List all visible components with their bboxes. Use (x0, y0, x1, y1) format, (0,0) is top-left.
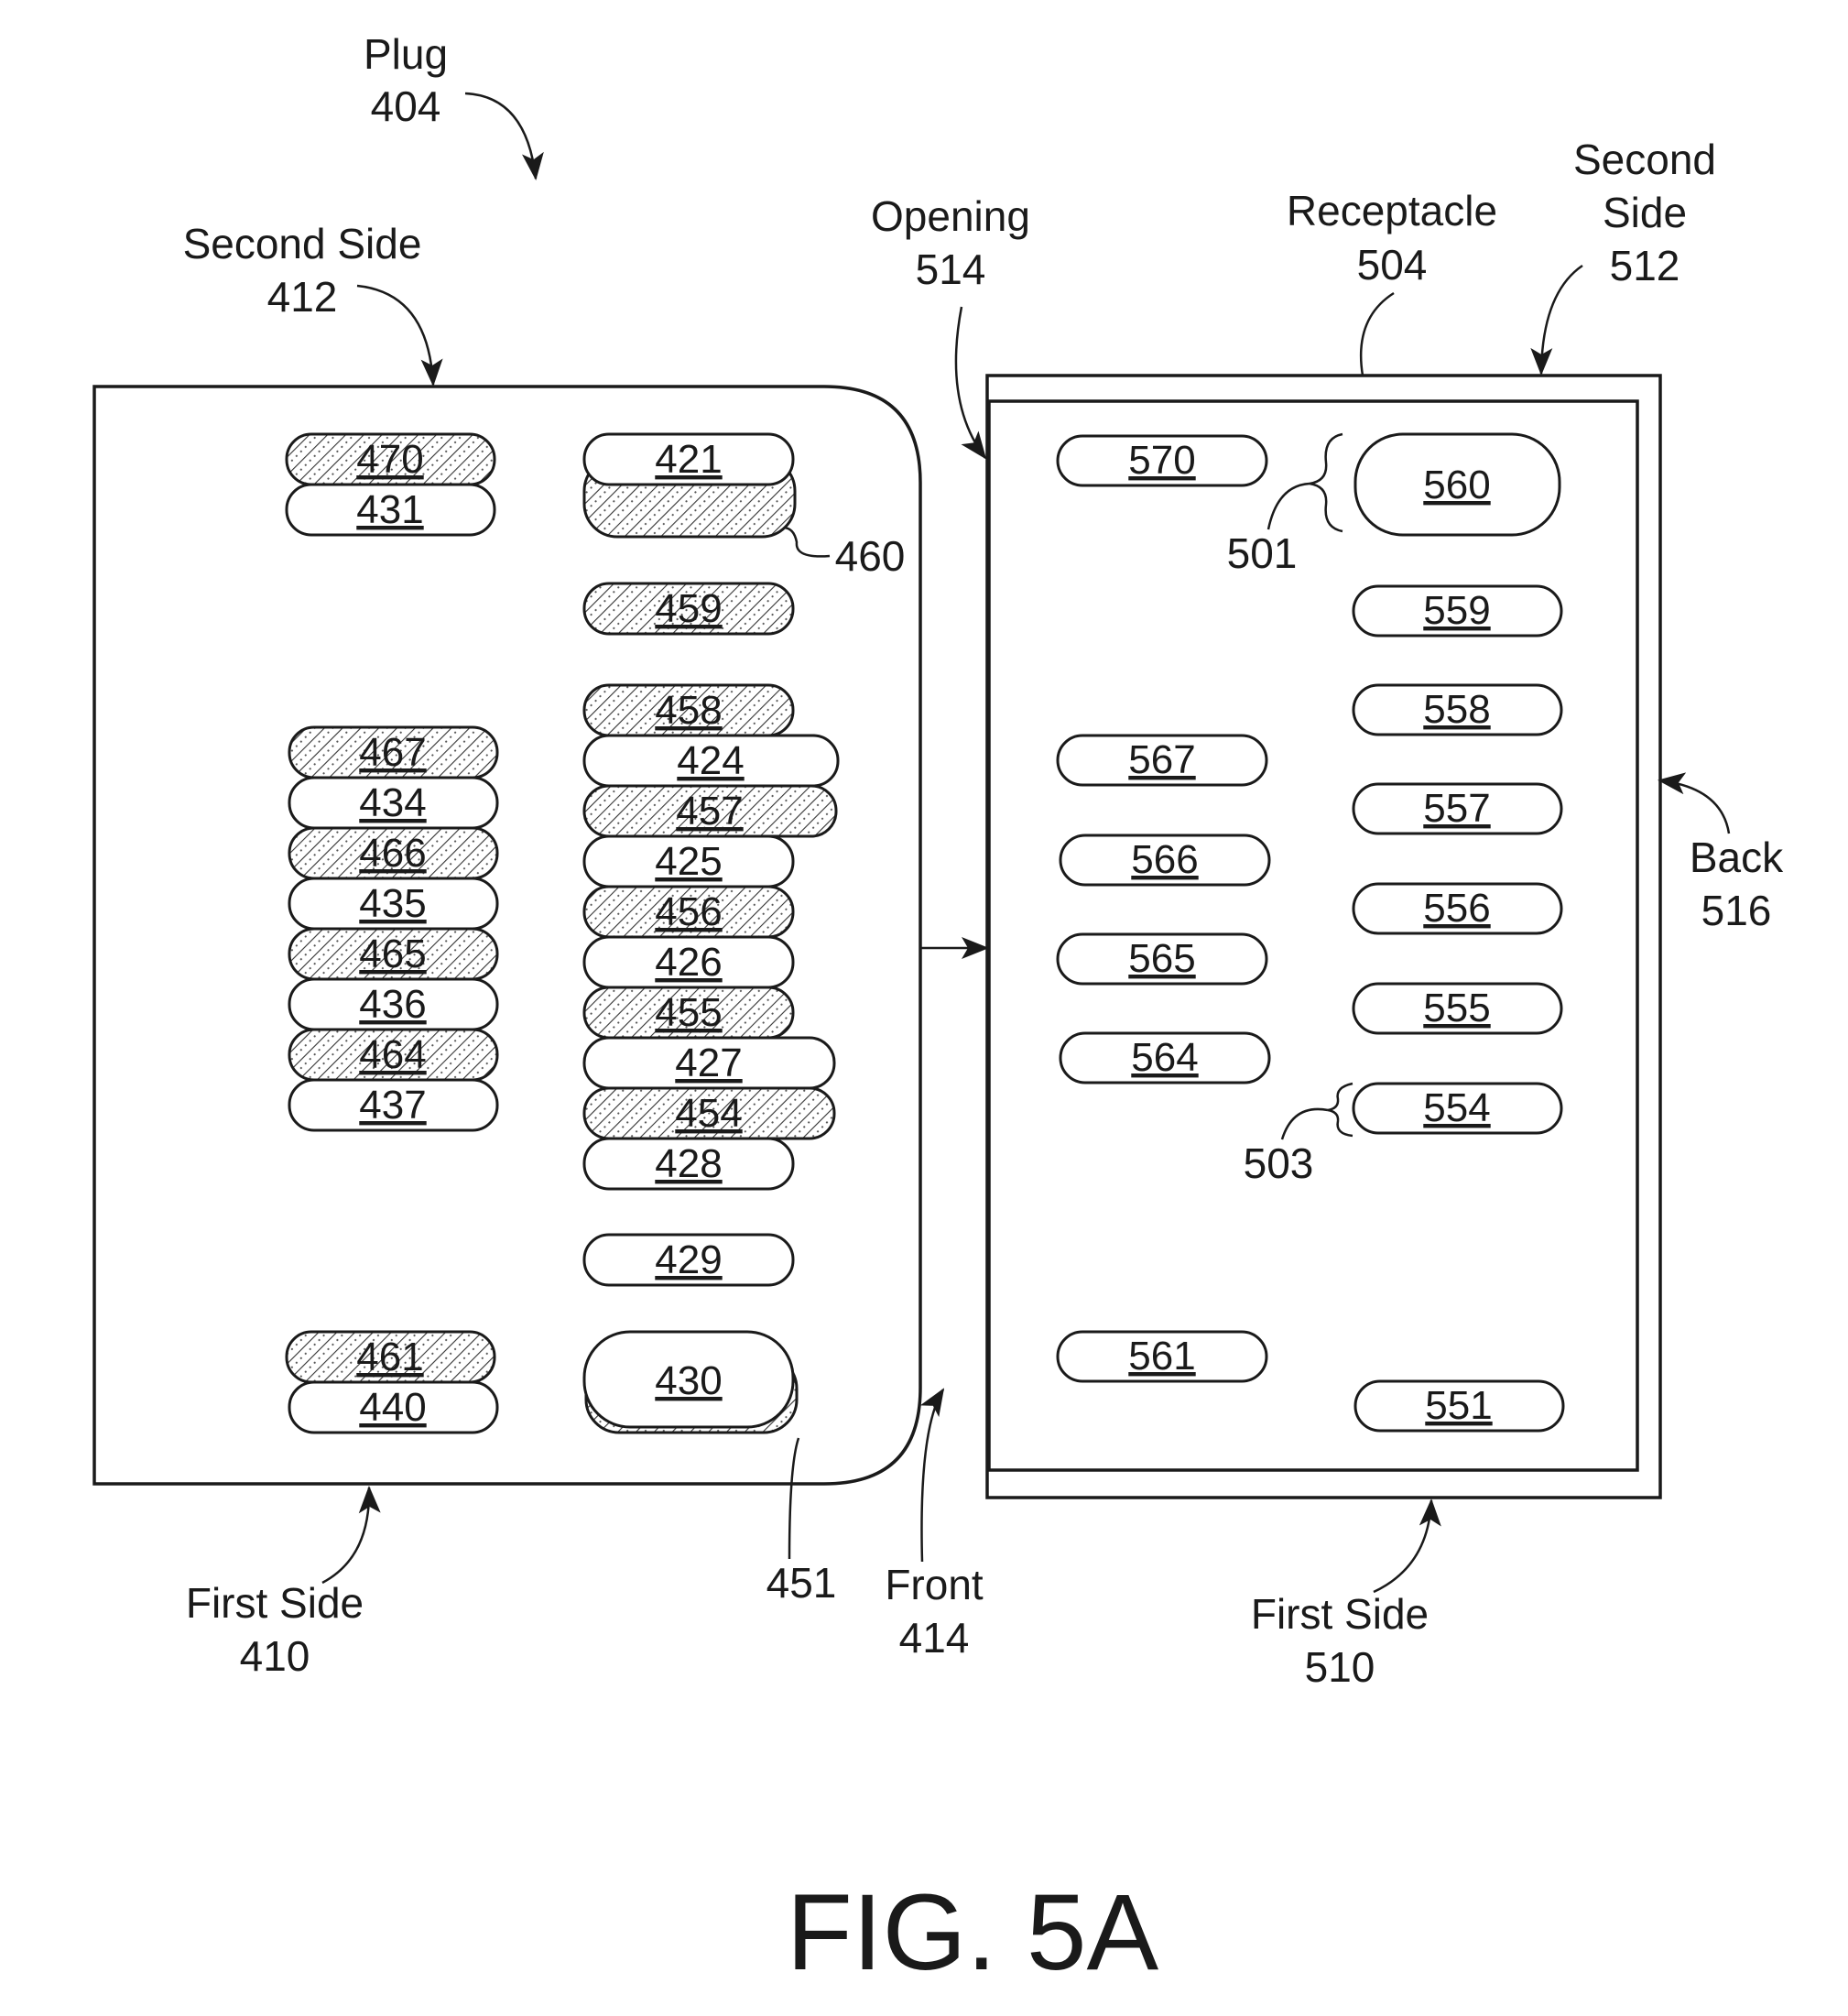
plug-pads: 470 431 467 434 466 435 465 436 464 437 … (287, 434, 838, 1433)
callout-503-brace (1328, 1084, 1353, 1136)
pad-431-label: 431 (356, 487, 423, 532)
pad-555-label: 555 (1423, 986, 1490, 1030)
pad-466-label: 466 (359, 831, 426, 876)
pad-430-label: 430 (655, 1358, 722, 1403)
callout-501-brace (1310, 434, 1343, 531)
pad-567-label: 567 (1128, 737, 1195, 782)
receptacle-opening-ref: 514 (916, 245, 986, 293)
pad-560-label: 560 (1423, 463, 1490, 507)
pad-554-label: 554 (1423, 1085, 1490, 1130)
callout-451: 451 (766, 1559, 837, 1607)
pad-558-label: 558 (1423, 687, 1490, 732)
receptacle-first-side-ref: 510 (1305, 1643, 1375, 1691)
pad-556-label: 556 (1423, 886, 1490, 931)
pad-428-label: 428 (655, 1141, 722, 1186)
receptacle-second-side-line1: Second (1573, 136, 1716, 183)
pad-454-label: 454 (675, 1091, 742, 1136)
pad-425-label: 425 (655, 839, 722, 884)
pad-565-label: 565 (1128, 936, 1195, 981)
pad-559-label: 559 (1423, 588, 1490, 633)
receptacle-first-side-arrow (1374, 1500, 1431, 1592)
plug-arrow (465, 93, 536, 179)
plug-second-side-arrow (357, 286, 433, 385)
pad-437-label: 437 (359, 1083, 426, 1128)
pad-564-label: 564 (1131, 1035, 1198, 1080)
callout-460-leader (783, 528, 830, 556)
receptacle-second-side-line2: Side (1603, 189, 1687, 236)
pad-465-label: 465 (359, 932, 426, 976)
callout-451-leader (789, 1438, 799, 1559)
pad-424-label: 424 (677, 738, 744, 783)
receptacle: Opening 514 Receptacle 504 Second Side 5… (871, 136, 1784, 1691)
receptacle-back-arrow (1659, 780, 1729, 834)
pad-459-label: 459 (655, 586, 722, 631)
pad-429-label: 429 (655, 1237, 722, 1282)
pad-566-label: 566 (1131, 837, 1198, 882)
pad-557-label: 557 (1423, 786, 1490, 831)
pad-570-label: 570 (1128, 438, 1195, 483)
plug-front-arrow (921, 1389, 943, 1562)
receptacle-back-label: Back (1690, 834, 1784, 881)
figure-title: FIG. 5A (787, 1872, 1159, 1993)
plug-first-side-ref: 410 (240, 1632, 310, 1680)
pad-457-label: 457 (676, 789, 743, 834)
pad-435-label: 435 (359, 881, 426, 926)
pad-470-label: 470 (356, 437, 423, 482)
receptacle-opening-label: Opening (871, 192, 1030, 240)
plug-body-outline (94, 387, 920, 1484)
pad-458-label: 458 (655, 688, 722, 733)
callout-460: 460 (835, 532, 906, 580)
pad-455-label: 455 (655, 990, 722, 1035)
receptacle-opening-arrow (956, 307, 985, 458)
pad-561-label: 561 (1128, 1334, 1195, 1379)
receptacle-ref-leader (1361, 293, 1394, 376)
callout-501: 501 (1227, 529, 1298, 577)
receptacle-back-ref: 516 (1701, 887, 1772, 934)
pad-464-label: 464 (359, 1032, 426, 1077)
pad-427-label: 427 (675, 1041, 742, 1085)
plug: Plug 404 Second Side 412 First Side 410 … (94, 30, 984, 1680)
plug-first-side-label: First Side (186, 1579, 364, 1627)
pad-436-label: 436 (359, 982, 426, 1027)
pad-440-label: 440 (359, 1385, 426, 1430)
plug-second-side-label: Second Side (183, 220, 422, 267)
pad-551-label: 551 (1425, 1383, 1492, 1428)
callout-503-leader (1282, 1109, 1328, 1139)
pad-421-label: 421 (655, 437, 722, 482)
pad-461-label: 461 (356, 1335, 423, 1379)
receptacle-second-side-ref: 512 (1610, 242, 1680, 289)
plug-front-label: Front (885, 1561, 984, 1608)
callout-501-leader (1268, 484, 1310, 529)
plug-ref: 404 (371, 82, 441, 130)
pad-426-label: 426 (655, 940, 722, 985)
callout-503: 503 (1244, 1139, 1314, 1187)
receptacle-pads: 570 560 559 558 567 557 566 556 565 555 … (1058, 434, 1563, 1431)
receptacle-second-side-arrow (1541, 266, 1582, 374)
plug-second-side-ref: 412 (267, 273, 338, 321)
plug-front-ref: 414 (899, 1614, 970, 1662)
plug-title: Plug (364, 30, 448, 78)
pad-456-label: 456 (655, 889, 722, 934)
receptacle-ref: 504 (1357, 241, 1428, 289)
receptacle-title: Receptacle (1287, 187, 1497, 234)
receptacle-first-side-label: First Side (1251, 1590, 1429, 1638)
pad-434-label: 434 (359, 780, 426, 825)
pad-467-label: 467 (359, 730, 426, 775)
plug-first-side-arrow (322, 1487, 369, 1583)
